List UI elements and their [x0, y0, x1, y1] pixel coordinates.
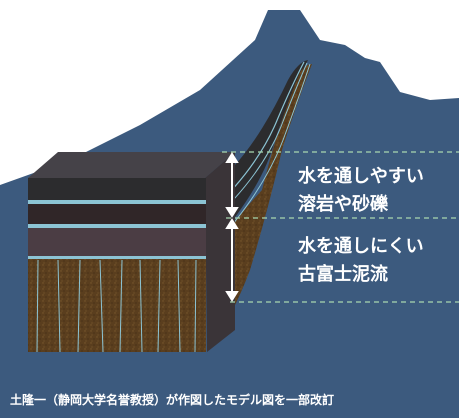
block-top-face	[28, 152, 235, 178]
double-arrow-icon	[225, 152, 239, 218]
label-permeable-line1: 水を通しやすい	[298, 165, 424, 187]
block-side-face	[205, 152, 235, 352]
water-seeps	[36, 259, 197, 353]
label-impermeable-line2: 古富士泥流	[298, 263, 388, 285]
double-arrow-icon	[225, 218, 239, 302]
label-permeable-line2: 溶岩や砂礫	[298, 193, 389, 215]
block-front-face	[28, 178, 206, 352]
label-impermeable-line1: 水を通しにくい	[298, 235, 424, 257]
caption: 土隆一（静岡大学名誉教授）が作図したモデル図を一部改訂	[10, 392, 334, 407]
